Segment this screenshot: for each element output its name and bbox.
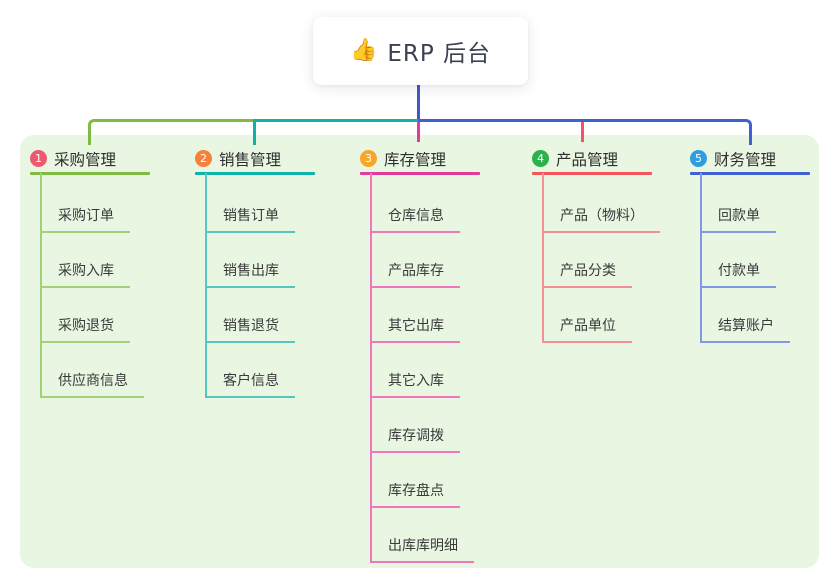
child-node-label: 销售退货: [223, 318, 279, 334]
child-node-label: 其它出库: [388, 318, 444, 334]
branch-node-1[interactable]: 1 采购管理: [30, 145, 116, 172]
child-node-label: 其它入库: [388, 373, 444, 389]
branch-child-trunk-line: [542, 173, 544, 341]
branch-badge: 3: [360, 150, 377, 167]
child-node[interactable]: 客户信息: [205, 341, 295, 398]
branch-label: 销售管理: [219, 150, 282, 169]
child-node-label: 产品单位: [560, 318, 616, 334]
connector-drop-red: [581, 122, 584, 142]
child-node[interactable]: 产品分类: [542, 231, 632, 288]
child-node-label: 采购订单: [58, 208, 114, 224]
child-node[interactable]: 仓库信息: [370, 176, 460, 233]
child-node-label: 客户信息: [223, 373, 279, 389]
child-node-label: 付款单: [718, 263, 760, 279]
branch-label: 库存管理: [384, 150, 447, 169]
branch-node-2[interactable]: 2 销售管理: [195, 145, 281, 172]
branch-underline: [30, 172, 150, 175]
branch-child-trunk-line: [205, 173, 207, 396]
child-node[interactable]: 其它入库: [370, 341, 460, 398]
child-node-label: 产品库存: [388, 263, 444, 279]
child-node[interactable]: 产品库存: [370, 231, 460, 288]
connector-root-stem: [416, 85, 420, 122]
branch-node-5[interactable]: 5 财务管理: [690, 145, 776, 172]
connector-bus-blue-elbow: [418, 119, 752, 145]
branch-underline: [532, 172, 652, 175]
branch-badge: 4: [532, 150, 549, 167]
branch-underline: [195, 172, 315, 175]
root-node-label: ERP 后台: [387, 41, 492, 67]
child-node[interactable]: 销售出库: [205, 231, 295, 288]
connector-bus-teal-elbow: [253, 119, 421, 145]
branch-child-trunk-line: [370, 173, 372, 561]
child-node[interactable]: 供应商信息: [40, 341, 144, 398]
child-node-label: 产品分类: [560, 263, 616, 279]
child-node[interactable]: 采购入库: [40, 231, 130, 288]
child-node-label: 采购退货: [58, 318, 114, 334]
root-node[interactable]: 👍 ERP 后台: [313, 17, 528, 85]
child-node-label: 采购入库: [58, 263, 114, 279]
branch-child-trunk-line: [40, 173, 42, 396]
thumbs-up-icon: 👍: [349, 38, 378, 63]
child-node[interactable]: 库存盘点: [370, 451, 460, 508]
child-node-label: 库存调拨: [388, 428, 444, 444]
branch-label: 产品管理: [556, 150, 619, 169]
child-node[interactable]: 付款单: [700, 231, 776, 288]
child-node-label: 产品（物料）: [560, 208, 644, 224]
child-node-label: 库存盘点: [388, 483, 444, 499]
child-node[interactable]: 采购订单: [40, 176, 130, 233]
connector-bus-green-elbow: [88, 119, 256, 145]
branch-badge: 5: [690, 150, 707, 167]
child-node-label: 销售出库: [223, 263, 279, 279]
branch-badge: 2: [195, 150, 212, 167]
child-node[interactable]: 其它出库: [370, 286, 460, 343]
child-node[interactable]: 产品单位: [542, 286, 632, 343]
branch-node-3[interactable]: 3 库存管理: [360, 145, 446, 172]
child-node[interactable]: 库存调拨: [370, 396, 460, 453]
child-node[interactable]: 出库库明细: [370, 506, 474, 563]
child-node-label: 供应商信息: [58, 373, 128, 389]
child-node[interactable]: 销售订单: [205, 176, 295, 233]
child-node[interactable]: 产品（物料）: [542, 176, 660, 233]
child-node-label: 销售订单: [223, 208, 279, 224]
branch-underline: [360, 172, 480, 175]
child-node-label: 仓库信息: [388, 208, 444, 224]
connector-drop-magenta: [416, 122, 420, 142]
child-node[interactable]: 采购退货: [40, 286, 130, 343]
branch-underline: [690, 172, 810, 175]
child-node[interactable]: 结算账户: [700, 286, 790, 343]
child-node-label: 回款单: [718, 208, 760, 224]
branch-badge: 1: [30, 150, 47, 167]
child-node[interactable]: 销售退货: [205, 286, 295, 343]
branch-node-4[interactable]: 4 产品管理: [532, 145, 618, 172]
branch-label: 采购管理: [54, 150, 117, 169]
child-node-label: 出库库明细: [388, 538, 458, 554]
branch-child-trunk-line: [700, 173, 702, 341]
background-panel: [20, 135, 819, 568]
child-node[interactable]: 回款单: [700, 176, 776, 233]
branch-label: 财务管理: [714, 150, 777, 169]
child-node-label: 结算账户: [718, 318, 774, 334]
